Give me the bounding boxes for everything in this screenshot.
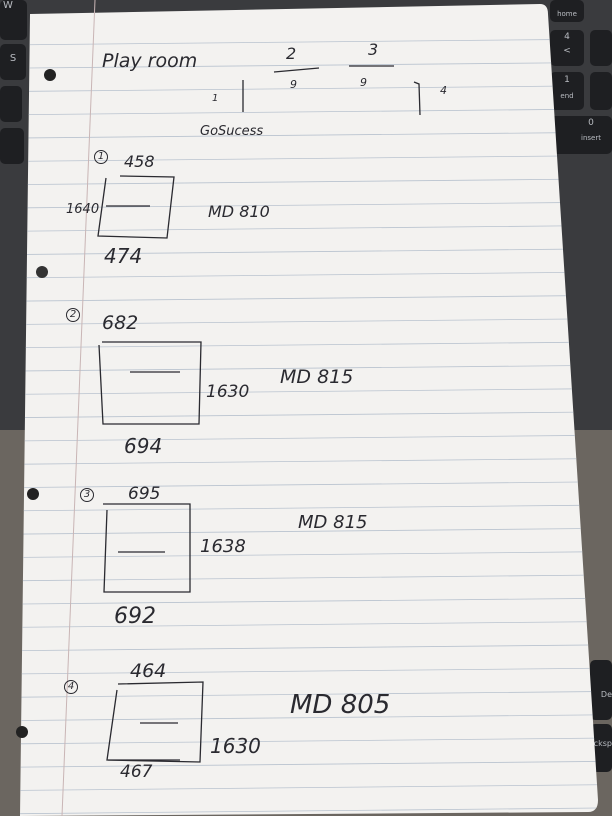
window-box-1 — [97, 175, 175, 239]
ruled-line — [20, 458, 598, 465]
ruled-line — [20, 248, 598, 256]
ruled-line — [20, 737, 598, 745]
ruled-line — [20, 341, 598, 349]
window-top-measure: 458 — [124, 152, 155, 171]
window-bottom-measure: 694 — [124, 434, 163, 458]
ruled-line — [20, 61, 598, 69]
ruled-line — [20, 621, 598, 628]
ruled-line — [20, 131, 598, 139]
diagram-label-3: 3 — [368, 40, 379, 59]
key-label: 4 — [564, 32, 570, 42]
ruled-line — [20, 504, 598, 512]
key-w: W — [0, 0, 27, 40]
window-model-code: MD 815 — [298, 512, 368, 533]
ruled-line — [20, 481, 598, 489]
diagram-line-4 — [413, 81, 421, 116]
ruled-lines — [20, 38, 598, 815]
key-label: insert — [581, 134, 601, 142]
window-number: 2 — [66, 308, 80, 322]
ruled-line — [20, 714, 598, 722]
window-bottom-measure: 692 — [114, 604, 156, 629]
ruled-line — [20, 551, 598, 558]
window-top-measure: 682 — [102, 312, 139, 334]
key-label: 0 — [588, 118, 594, 128]
window-box-2 — [98, 341, 202, 425]
ruled-line — [20, 85, 598, 92]
window-bottom-measure: 467 — [120, 762, 153, 782]
window-number: 4 — [64, 680, 78, 694]
key-1: 1 end — [550, 72, 584, 110]
ruled-line — [20, 364, 598, 372]
window-model-code: MD 815 — [280, 366, 354, 388]
ruled-line — [20, 225, 598, 232]
ruled-line — [20, 667, 598, 675]
window-side-measure: 1630 — [206, 382, 250, 402]
key-0: 0 insert — [550, 116, 612, 154]
ruled-line — [20, 38, 598, 46]
window-side-measure: 1630 — [210, 734, 261, 758]
punch-hole — [44, 69, 56, 81]
diagram-caption: GoSucess — [200, 124, 264, 139]
key-label: end — [560, 92, 574, 100]
ruled-line — [20, 434, 598, 442]
ruled-line — [20, 597, 598, 605]
window-side-measure: 1638 — [200, 536, 246, 557]
notes-title: Play room — [102, 50, 198, 72]
ruled-line — [20, 178, 598, 186]
ruled-line — [20, 784, 598, 791]
ruled-line — [20, 807, 598, 815]
window-number: 1 — [94, 150, 108, 164]
diagram-sublabel: 9 — [360, 76, 367, 89]
ruled-line — [20, 644, 598, 652]
diagram-label-1: 1 — [212, 93, 219, 104]
key-s: S — [0, 44, 26, 80]
window-number: 3 — [80, 488, 94, 502]
window-model-code: MD 810 — [208, 202, 270, 221]
key-delete: De — [590, 660, 612, 720]
diagram-label-4: 4 — [440, 84, 447, 97]
window-box-4 — [106, 681, 204, 763]
ruled-line — [20, 691, 598, 698]
key-home: home — [550, 0, 584, 22]
key-5 — [590, 30, 612, 66]
ruled-line — [20, 574, 598, 582]
diagram-sublabel: 9 — [290, 78, 297, 91]
window-box-3 — [103, 503, 191, 593]
punch-hole — [16, 726, 28, 738]
key-backspace: cksp — [590, 724, 612, 772]
key-left-1 — [0, 86, 22, 122]
ruled-line — [20, 318, 598, 325]
key-4: 4< — [550, 30, 584, 66]
key-left-2 — [0, 128, 24, 164]
paper-sheet — [20, 4, 598, 816]
diagram-line-2 — [273, 67, 320, 73]
ruled-line — [20, 271, 598, 279]
punch-hole — [36, 266, 48, 278]
key-label: 1 — [564, 75, 570, 85]
pen-drawings — [97, 65, 421, 763]
window-top-measure: 464 — [130, 660, 167, 682]
window-top-measure: 695 — [128, 484, 161, 504]
ruled-line — [20, 294, 598, 302]
ruled-line — [20, 108, 598, 116]
key-2 — [590, 72, 612, 110]
diagram-label-2: 2 — [286, 44, 297, 63]
window-side-measure: 1640 — [66, 202, 100, 217]
key-label: < — [563, 46, 571, 56]
window-model-code: MD 805 — [290, 690, 391, 720]
ruled-line — [20, 527, 598, 535]
ruled-line — [20, 760, 598, 768]
punch-hole — [27, 488, 39, 500]
window-bottom-measure: 474 — [104, 244, 143, 268]
